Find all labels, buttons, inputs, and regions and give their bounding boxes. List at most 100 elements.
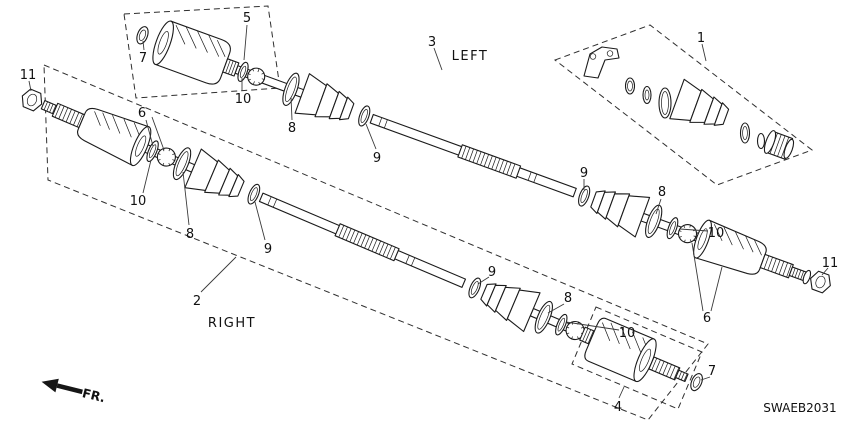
callout-9[interactable]: 9 [264,242,272,257]
inner-joint-set-dashed-box-4 [571,306,703,410]
callout-8[interactable]: 8 [288,121,296,136]
boot-band-small [468,277,482,299]
inner-joint-housing [154,20,231,85]
callout-7[interactable]: 7 [708,364,716,379]
callout-6[interactable]: 6 [138,106,146,121]
hatch-lines [43,101,57,114]
boot-band-inner [537,304,551,330]
callout-6[interactable]: 6 [703,311,711,326]
callout-11[interactable]: 11 [20,68,37,83]
joint-face [152,20,174,66]
boot-ridge [506,289,541,333]
set-ring-icon [624,77,636,95]
callout-10[interactable]: 10 [708,226,725,241]
boot-band-large [282,72,300,106]
callout-10[interactable]: 10 [235,92,252,107]
shield-bracket [583,46,620,79]
bracket-hole-icon [589,53,597,60]
cv-boot [294,73,355,121]
callout-2[interactable]: 2 [193,294,201,309]
callout-5[interactable]: 5 [243,11,251,26]
callout-3[interactable]: 3 [428,35,436,50]
fr-direction-indicator: FR. [41,378,107,405]
washer-icon [756,132,766,150]
spline-stub [51,102,85,129]
diagram-code: SWAEB2031 [763,401,836,415]
boot-band-small [739,122,751,144]
fr-arrow-icon [41,378,59,393]
washer-icon [802,269,812,285]
nut-inner [26,93,38,107]
boot-band-large [534,300,553,334]
hatch-lines [678,371,688,382]
boot-band-inner [742,126,748,140]
set-ring-inner [669,221,676,236]
bracket-hole-icon [606,50,614,57]
callout-9[interactable]: 9 [488,265,496,280]
hatch-lines [763,255,792,278]
spider-joint [247,67,266,86]
circlip-ring [690,373,703,392]
end-cap [763,130,795,160]
left-shaft-label: LEFT [452,49,489,64]
boot-ridge [338,96,355,121]
boot-band-inner [175,151,189,177]
set-ring-inner [557,317,565,332]
hatch-lines [225,59,237,76]
circlip-inner [692,376,701,388]
cap-face [763,130,777,154]
washer-icon [642,85,652,105]
callout-9[interactable]: 9 [580,166,588,181]
boot-band-inner [249,187,258,202]
spider-ticks [247,68,265,85]
spindle-nut [810,270,831,294]
boot-band-large [658,87,672,119]
boot-band-small [358,105,371,127]
boot-kit-group [583,46,795,160]
spline-section [457,144,522,179]
hatch-lines [175,24,226,57]
joint-face-inner [157,31,169,55]
cv-boot [480,283,541,333]
boot-ridge [486,284,507,313]
leader-lines [28,24,829,399]
callout-9[interactable]: 9 [373,151,381,166]
joint-face-inner [697,228,708,250]
right-driveshaft-assembly [21,88,703,392]
boot-ridge [590,190,606,214]
set-ring-icon [146,140,159,162]
nut-inner [815,275,826,289]
boot-kit-dashed-box-1 [553,24,814,186]
boot-ridge [713,102,730,126]
circlip-ring [136,26,149,45]
set-ring-inner [627,80,633,92]
callout-11[interactable]: 11 [822,256,839,271]
shaft-collar-lines [267,196,416,267]
boot-band-inner [647,208,660,234]
boot-ridge [228,173,245,198]
callout-4[interactable]: 4 [614,400,622,415]
callout-8[interactable]: 8 [658,185,666,200]
hatch-lines [461,146,516,177]
callout-10[interactable]: 10 [130,194,147,209]
right-shaft-label: RIGHT [208,316,256,331]
joint-face-inner [639,348,652,372]
fr-arrow-shaft [56,383,83,395]
set-ring-icon [555,313,568,336]
boot-band-large [172,147,192,181]
callout-10[interactable]: 10 [619,326,636,341]
cv-boot [184,148,245,198]
callout-8[interactable]: 8 [186,227,194,242]
cv-boot [669,78,730,126]
callout-8[interactable]: 8 [564,291,572,306]
right-assembly-dashed-box [43,64,709,421]
boot-band-inner [580,189,588,203]
fr-label: FR. [81,385,107,405]
spider-ticks [678,224,697,243]
left-driveshaft-assembly [136,20,831,294]
set-ring-icon [666,217,679,240]
callout-1[interactable]: 1 [697,31,705,46]
callout-7[interactable]: 7 [139,51,147,66]
boot-band-inner [470,281,479,295]
